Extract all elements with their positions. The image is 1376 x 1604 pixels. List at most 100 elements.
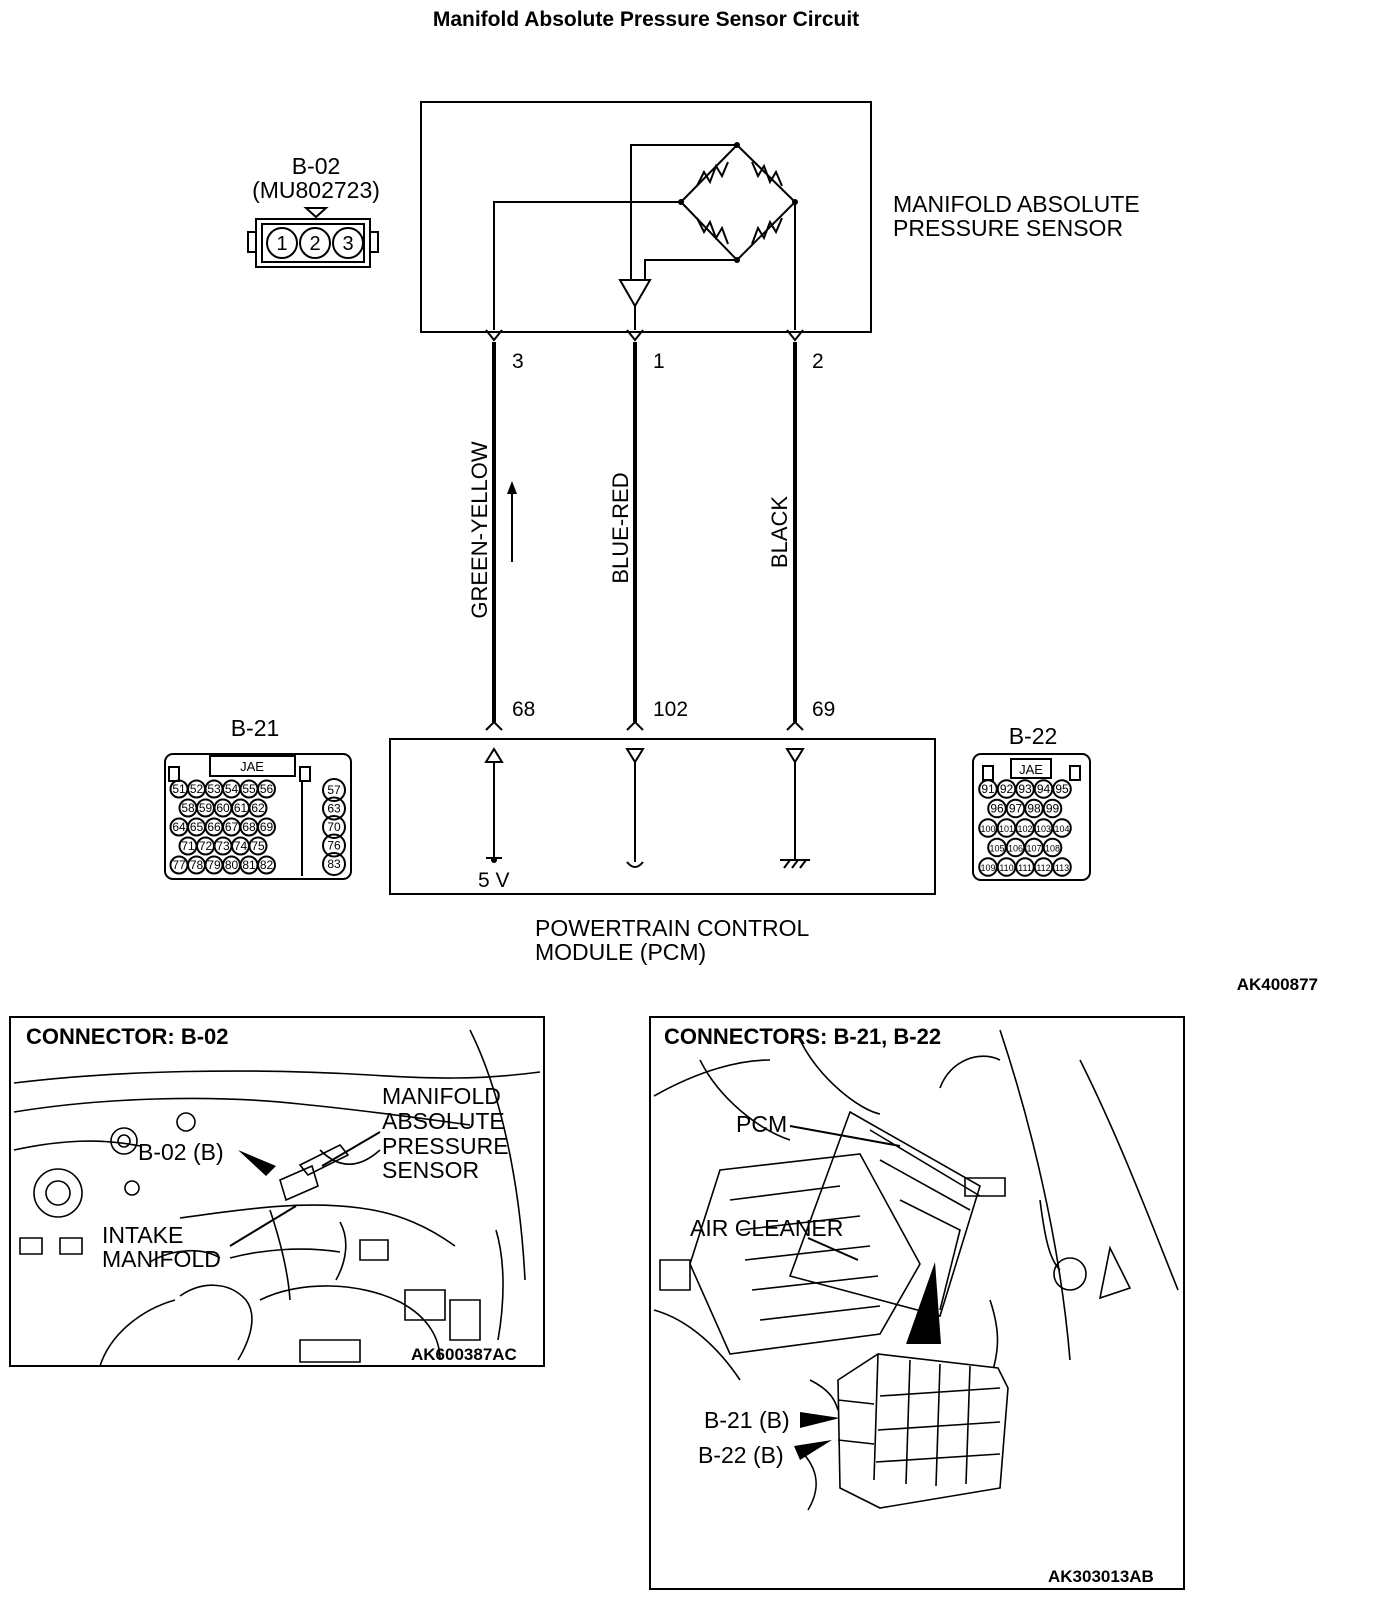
b22-cavity-108: 108 xyxy=(1045,844,1060,854)
callout-air-cleaner: AIR CLEANER xyxy=(690,1215,843,1241)
callout-manifold-line2: MANIFOLD xyxy=(102,1246,221,1272)
b21-cavity-51: 51 xyxy=(172,782,186,796)
b21-cavity-77: 77 xyxy=(172,858,186,872)
amplifier-icon xyxy=(618,279,652,309)
b02-connector-face: 1 2 3 xyxy=(247,218,379,268)
b21-maker: JAE xyxy=(240,759,264,774)
b02-pin-1: 1 xyxy=(276,233,287,255)
pcm-closeup-illustration xyxy=(799,1353,1009,1511)
b21-cavity-68: 68 xyxy=(242,820,256,834)
b21-cavity-56: 56 xyxy=(260,782,274,796)
wire-blue-red xyxy=(626,329,644,731)
pcm-box xyxy=(389,738,936,895)
callout-b22: B-22 (B) xyxy=(698,1442,784,1468)
callout-manifold-line1: INTAKE xyxy=(102,1222,183,1248)
callout-sensor-line3: PRESSURE xyxy=(382,1133,509,1159)
b02-connector-id: B-02 xyxy=(292,153,341,179)
cavity-circle xyxy=(1052,779,1072,799)
b21-cavity-65: 65 xyxy=(190,820,204,834)
b21-cavity-72: 72 xyxy=(199,839,213,853)
pcm-5v-supply-icon xyxy=(484,747,504,863)
b22-cavity-96: 96 xyxy=(990,802,1004,816)
cavity-circle xyxy=(322,815,346,839)
pcm-label-line1: POWERTRAIN CONTROL xyxy=(535,915,810,941)
b21-cavity-55: 55 xyxy=(242,782,256,796)
sensor-box xyxy=(420,101,872,333)
b21-cavity-69: 69 xyxy=(260,820,274,834)
b02-connector-part: (MU802723) xyxy=(252,177,380,203)
sensor-internal-output-line xyxy=(493,201,681,330)
sensor-pin-3: 3 xyxy=(512,350,524,373)
b22-cavity-98: 98 xyxy=(1027,802,1041,816)
b22-cavity-113: 113 xyxy=(1055,863,1069,873)
panel-connectors-b21-b22: CONNECTORS: B-21, B-22 PCM AIR CLEANER B… xyxy=(649,1016,1185,1590)
b21-callout-arrow-icon xyxy=(800,1412,840,1428)
panel-right-heading: CONNECTORS: B-21, B-22 xyxy=(664,1024,941,1049)
pcm-5v-label: 5 V xyxy=(478,869,510,892)
cavity-circle xyxy=(1042,798,1063,819)
cavity-circle xyxy=(322,852,346,876)
b21-cavity-60: 60 xyxy=(216,801,230,815)
wire-color-green-yellow: GREEN-YELLOW xyxy=(467,441,492,618)
b22-cavity-112: 112 xyxy=(1036,863,1050,873)
b21-connector-id: B-21 xyxy=(231,715,280,741)
b22-cavity-105: 105 xyxy=(989,844,1004,854)
b22-cavity-101: 101 xyxy=(999,824,1014,834)
b22-callout-arrow-icon xyxy=(794,1440,832,1460)
b21-cavity-70: 70 xyxy=(327,820,341,834)
b22-cavity-100: 100 xyxy=(980,824,995,834)
b22-cavity-109: 109 xyxy=(980,863,995,873)
sensor-pin-2: 2 xyxy=(812,350,824,373)
b22-cavity-107: 107 xyxy=(1026,844,1041,854)
pcm-pin-68: 68 xyxy=(512,698,535,721)
engine-bay-illustration-b02 xyxy=(13,1029,541,1367)
b22-cavity-92: 92 xyxy=(1000,782,1014,796)
b21-cavity-54: 54 xyxy=(225,782,239,796)
b21-cavity-75: 75 xyxy=(251,839,265,853)
b22-cavity-97: 97 xyxy=(1009,802,1023,816)
b22-cavity-102: 102 xyxy=(1017,824,1032,834)
b21-cavity-79: 79 xyxy=(207,858,221,872)
wire-color-black: BLACK xyxy=(767,496,792,568)
pcm-pin-69: 69 xyxy=(812,698,835,721)
pcm-signal-input-icon xyxy=(625,748,645,868)
panel-right-code: AK303013AB xyxy=(1048,1567,1154,1586)
wire-green-yellow xyxy=(485,329,503,731)
b21-cavity-64: 64 xyxy=(172,820,186,834)
cavity-circle xyxy=(322,833,346,858)
b21-cavity-71: 71 xyxy=(181,839,195,853)
b22-cavity-95: 95 xyxy=(1055,782,1069,796)
b21-cavity-61: 61 xyxy=(234,801,248,815)
b22-cavity-110: 110 xyxy=(999,863,1013,873)
sensor-bridge-icon xyxy=(678,142,798,263)
b22-cavity-94: 94 xyxy=(1037,782,1051,796)
b21-cavity-78: 78 xyxy=(190,858,204,872)
b21-cavity-66: 66 xyxy=(207,820,221,834)
callout-sensor-line4: SENSOR xyxy=(382,1157,479,1183)
b21-cavity-52: 52 xyxy=(190,782,204,796)
b21-cavity-81: 81 xyxy=(242,858,256,872)
b21-cavity-83: 83 xyxy=(327,857,341,871)
sensor-label-line2: PRESSURE SENSOR xyxy=(893,215,1123,241)
sensor-internal-amp-input xyxy=(644,259,737,280)
b21-cavity-59: 59 xyxy=(199,801,213,815)
sensor-internal-supply-line xyxy=(630,144,737,280)
cavity-circle xyxy=(257,779,276,799)
b21-cavity-57: 57 xyxy=(327,783,341,797)
b22-cavity-91: 91 xyxy=(981,782,995,796)
diagram-code: AK400877 xyxy=(1237,975,1318,994)
b22-cavity-99: 99 xyxy=(1046,802,1060,816)
cavity-circle xyxy=(1052,818,1072,838)
b22-cavity-93: 93 xyxy=(1018,782,1032,796)
b21-cavity-53: 53 xyxy=(207,782,221,796)
b21-cavity-80: 80 xyxy=(225,858,239,872)
cavity-circle xyxy=(1042,837,1063,858)
b02-lock-icon xyxy=(303,207,329,219)
b21-cavity-82: 82 xyxy=(260,858,274,872)
b21-cavity-74: 74 xyxy=(234,839,248,853)
callout-sensor-line1: MANIFOLD xyxy=(382,1083,501,1109)
cavity-circle xyxy=(257,817,276,837)
b02-pin-2: 2 xyxy=(309,233,320,255)
